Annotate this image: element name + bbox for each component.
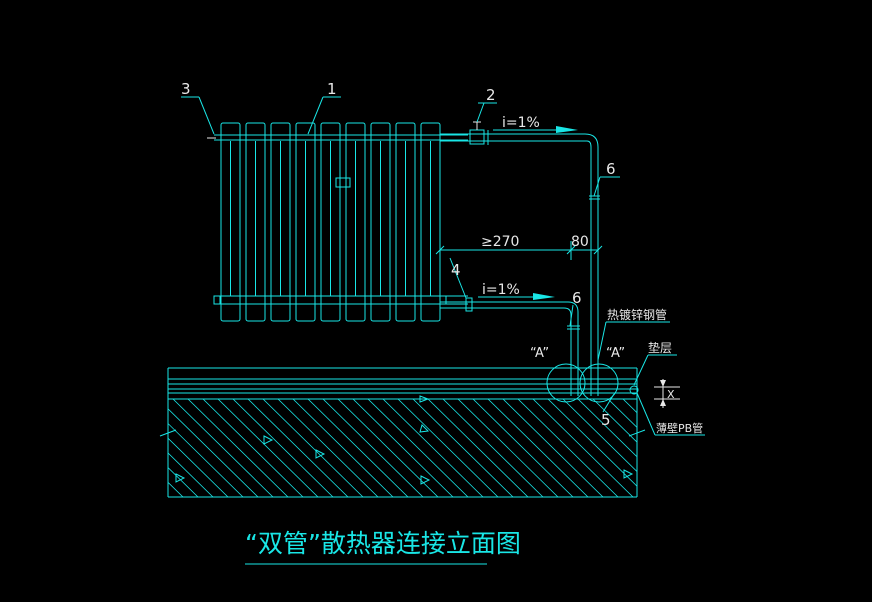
hatch-line: [202, 399, 304, 497]
dimensions: [435, 241, 603, 300]
hatch-line: [788, 399, 872, 497]
detail-a-label-right: “A”: [606, 346, 625, 361]
dimension-270: ≥270: [481, 234, 519, 250]
leaders: [181, 96, 705, 436]
callout-4: 4: [451, 261, 461, 279]
hatch-line: [683, 399, 783, 497]
radiator-foot: [439, 295, 447, 305]
radiator-fin: [395, 122, 416, 322]
label-galvanized-pipe: 热镀锌钢管: [607, 307, 667, 322]
hatch-line: [833, 399, 872, 497]
dimension-80: 80: [571, 234, 589, 250]
label-pb-pipe: 薄壁PB管: [656, 421, 703, 435]
radiator-fin: [345, 122, 366, 322]
hatch-line: [217, 399, 319, 497]
detail-a-label-left: “A”: [530, 346, 549, 361]
radiator: [207, 122, 468, 322]
label-cushion-layer: 垫层: [648, 340, 672, 355]
hatch-line: [277, 399, 379, 497]
drawing-title: “双管”散热器连接立面图: [245, 529, 521, 558]
radiator-fin: [245, 122, 266, 322]
hatch-line: [247, 399, 349, 497]
radiator-fin: [420, 122, 441, 322]
hatch-line: [863, 399, 872, 497]
hatch-line: [622, 399, 637, 497]
hatch-line: [187, 399, 289, 497]
callout-2: 2: [486, 86, 496, 104]
radiator-fin: [370, 122, 391, 322]
hatch-line: [172, 399, 274, 497]
hatch-line: [322, 399, 424, 497]
hatch-line: [728, 399, 828, 497]
hatch-line: [168, 399, 259, 497]
callout-5: 5: [601, 411, 611, 429]
hatch-line: [668, 399, 768, 497]
hatch-line: [848, 399, 872, 497]
return-valve: [465, 297, 473, 312]
hatch-line: [367, 399, 469, 497]
hatch-line: [262, 399, 364, 497]
slope-arrow-upper: [556, 126, 578, 133]
radiator-fin: [295, 122, 316, 322]
hatch-line: [168, 399, 229, 497]
hatch-line: [607, 399, 637, 497]
hatch-line: [457, 399, 559, 497]
hatch-line: [773, 399, 872, 497]
hatch-line: [803, 399, 872, 497]
hatch-line: [818, 399, 872, 497]
dimension-x: X: [667, 388, 675, 401]
radiator-foot: [213, 295, 221, 305]
floor: [159, 367, 872, 498]
hatch-line: [168, 399, 214, 497]
supply-pipe: [440, 121, 600, 365]
hatch-line: [232, 399, 334, 497]
hatch-line: [517, 399, 619, 497]
callout-1: 1: [327, 80, 337, 98]
callout-6-lower: 6: [572, 289, 582, 307]
hatch-line: [442, 399, 544, 497]
hatch-line: [427, 399, 529, 497]
detail-circle-left: [546, 363, 586, 403]
hatch-line: [713, 399, 813, 497]
hatch-line: [168, 399, 199, 497]
slab-hatching: [168, 399, 872, 497]
hatch-line: [382, 399, 484, 497]
callout-6-upper: 6: [606, 160, 616, 178]
hatch-line: [653, 399, 753, 497]
hatch-line: [397, 399, 499, 497]
hatch-line: [352, 399, 454, 497]
radiator-bracket: [335, 177, 351, 188]
hatch-line: [532, 399, 634, 497]
hatch-line: [698, 399, 798, 497]
hatch-line: [547, 399, 637, 497]
hatch-line: [743, 399, 843, 497]
hatch-line: [562, 399, 637, 497]
hatch-line: [412, 399, 514, 497]
detail-circles: [546, 363, 680, 408]
supply-valve: [469, 129, 485, 145]
radiator-fin: [320, 122, 341, 322]
hatch-line: [168, 399, 169, 497]
hatch-line: [577, 399, 637, 497]
hatch-line: [307, 399, 409, 497]
callout-3: 3: [181, 80, 191, 98]
detail-circle-right: [579, 363, 619, 403]
hatch-line: [472, 399, 574, 497]
hatch-line: [502, 399, 604, 497]
hatch-line: [168, 399, 244, 497]
slope-label-upper: i=1%: [502, 115, 540, 131]
return-pipe: [440, 293, 580, 372]
radiator-fin: [220, 122, 241, 322]
hatch-line: [592, 399, 637, 497]
hatch-line: [758, 399, 858, 497]
slope-label-lower: i=1%: [482, 282, 520, 298]
hatch-line: [638, 399, 738, 497]
hatch-line: [337, 399, 439, 497]
radiator-fin: [270, 122, 291, 322]
radiator-fins: [213, 122, 447, 322]
slope-arrow-lower: [533, 293, 555, 300]
hatch-line: [487, 399, 589, 497]
hatch-line: [292, 399, 394, 497]
